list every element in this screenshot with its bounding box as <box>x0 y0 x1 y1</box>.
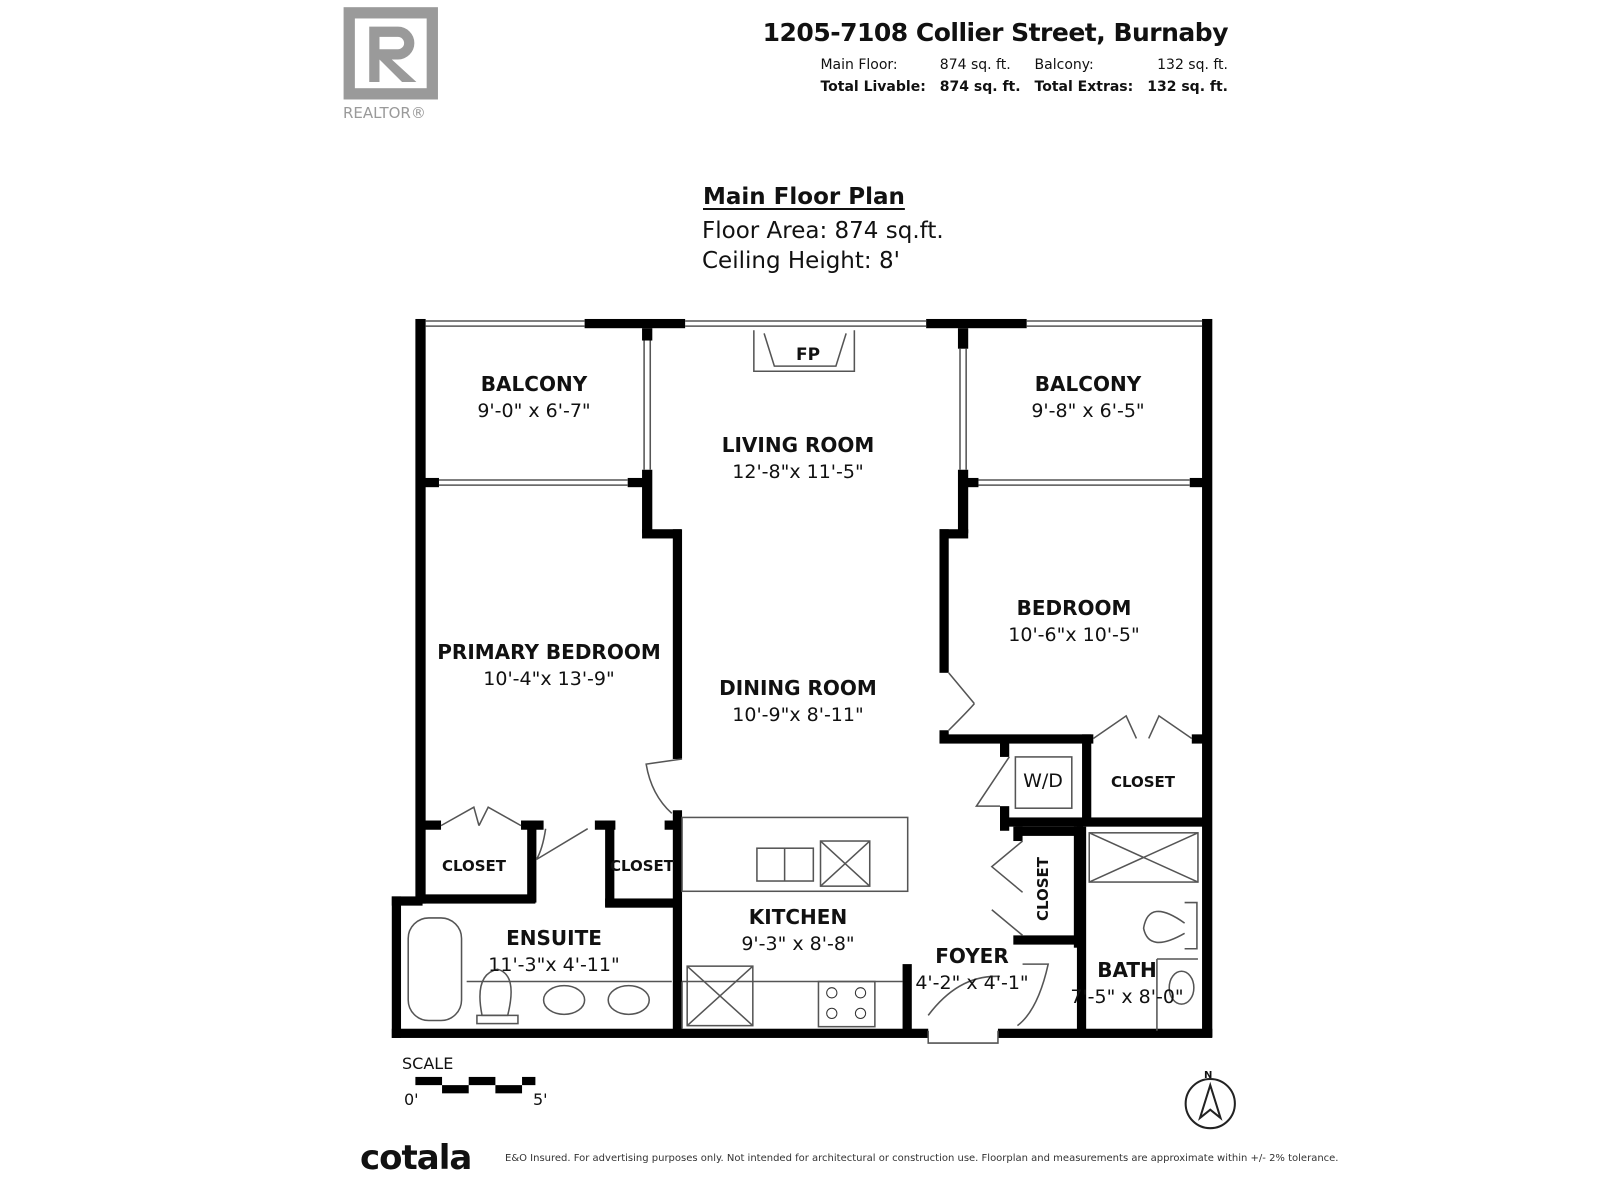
closet-primary-left: CLOSET <box>441 857 507 875</box>
scale-end: 5' <box>533 1090 548 1109</box>
washer-dryer-label: W/D <box>1023 770 1063 792</box>
realtor-logo-text: REALTOR® <box>343 104 426 122</box>
stove-burners <box>826 987 867 1019</box>
scale-bar <box>415 1076 536 1094</box>
floor-area: Floor Area: 874 sq.ft. <box>702 218 944 244</box>
disclaimer: E&O Insured. For advertising purposes on… <box>505 1153 1339 1164</box>
scale-start: 0' <box>404 1090 419 1109</box>
compass-icon <box>1184 1077 1236 1130</box>
plan-title: Main Floor Plan <box>703 184 905 210</box>
realtor-logo <box>343 7 438 100</box>
area-summary: Main Floor: 874 sq. ft. Balcony: 132 sq.… <box>820 57 1228 95</box>
fireplace-label: FP <box>795 345 821 365</box>
main-floor-label: Main Floor: <box>820 57 898 73</box>
total-livable-value: 874 sq. ft. <box>939 79 1021 95</box>
total-extras-label: Total Extras: <box>1034 79 1134 95</box>
balcony-value: 132 sq. ft. <box>1157 57 1228 73</box>
total-livable-label: Total Livable: <box>820 79 926 95</box>
balcony-label: Balcony: <box>1034 57 1094 73</box>
property-address: 1205-7108 Collier Street, Burnaby <box>762 18 1229 47</box>
main-floor-value: 874 sq. ft. <box>939 57 1011 73</box>
closet-primary-right: CLOSET <box>609 857 675 875</box>
compass-north-label: N <box>1204 1070 1213 1081</box>
scale-label: SCALE <box>402 1054 454 1073</box>
ceiling-height: Ceiling Height: 8' <box>702 248 900 274</box>
closet-foyer: CLOSET <box>1034 856 1052 922</box>
walls <box>391 318 1213 1038</box>
cotala-logo: cotala <box>360 1138 472 1178</box>
total-extras-value: 132 sq. ft. <box>1147 79 1228 95</box>
thin-lines <box>407 320 1203 1044</box>
closet-bedroom: CLOSET <box>1110 773 1176 791</box>
